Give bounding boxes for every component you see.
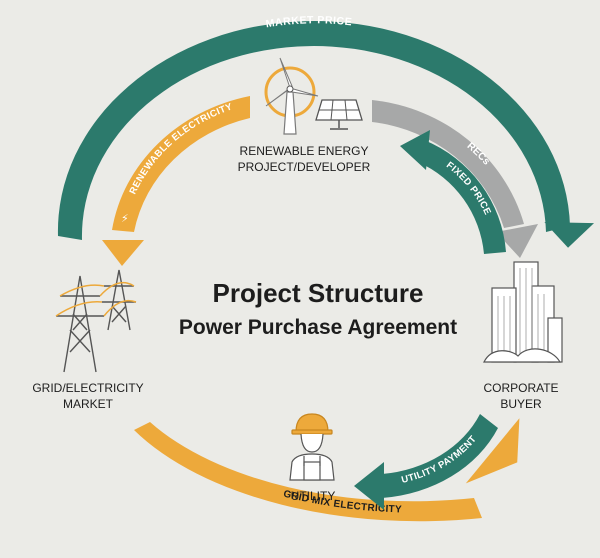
diagram-subtitle: Power Purchase Agreement: [179, 316, 457, 339]
utility-worker-icon: [289, 413, 335, 481]
developer-label-line2: PROJECT/DEVELOPER: [238, 160, 371, 174]
market-price-arrow: MARKET PRICE: [57, 14, 595, 248]
wind-turbine-solar-panel-icon: [264, 57, 363, 135]
utility-payment-arrow: UTILITY PAYMENT: [354, 414, 498, 510]
buyer-label-line1: CORPORATE: [483, 381, 558, 395]
utility-label: UTILITY: [291, 489, 336, 503]
grid-label-line1: GRID/ELECTRICITY: [32, 381, 143, 395]
buyer-label-line2: BUYER: [500, 397, 542, 411]
market-price-label: MARKET PRICE: [265, 14, 352, 30]
developer-label-line1: RENEWABLE ENERGY: [240, 144, 369, 158]
grid-label-line2: MARKET: [63, 397, 114, 411]
svg-text:MARKET PRICE: MARKET PRICE: [265, 14, 353, 30]
transmission-tower-icon: [55, 269, 137, 373]
lightning-bolt-icon: ⚡: [121, 212, 129, 225]
diagram-title: Project Structure: [213, 278, 424, 308]
office-buildings-icon: [483, 261, 563, 363]
